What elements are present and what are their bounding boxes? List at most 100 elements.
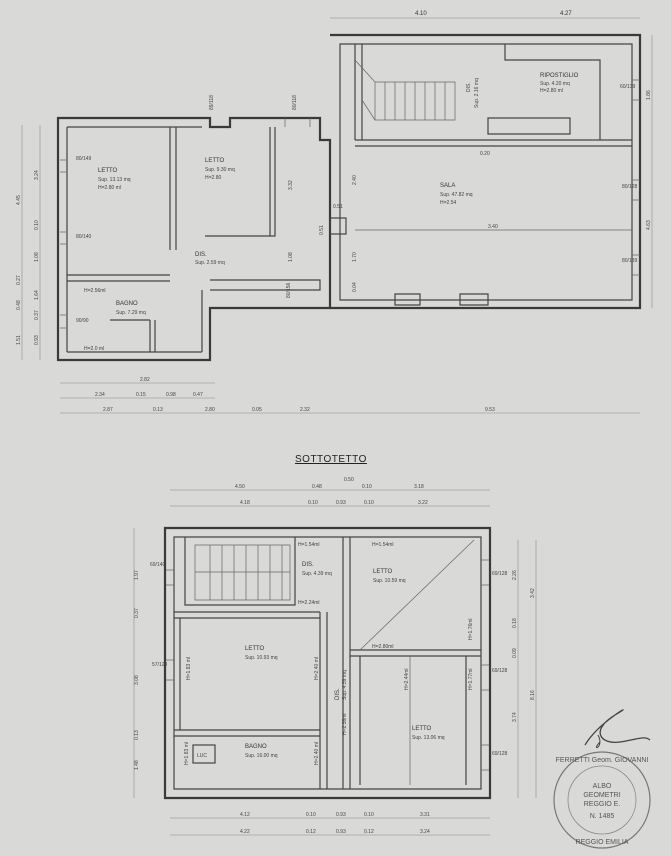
- room-letto-c-name: LETTO: [412, 726, 432, 732]
- dim-right: 0.09: [512, 648, 518, 658]
- dim-left: 0.37: [134, 608, 140, 618]
- window-label: 89/118: [209, 95, 215, 110]
- dim-top: 0.10: [362, 484, 372, 490]
- room-bagno-area: Sup. 7.29 mq: [116, 310, 146, 316]
- height-label: H=1.83 ml: [184, 742, 190, 765]
- dim-inner: 1.70: [352, 252, 358, 262]
- dim-bottom: 9.53: [485, 407, 495, 413]
- stamp-inner-2: GEOMETRI: [583, 792, 620, 799]
- stamp-bottom-text: REGGIO EMILIA: [576, 839, 629, 846]
- signature: [584, 709, 651, 749]
- room-letto-2-height: H=2.80: [205, 175, 221, 181]
- ground-floor-plan: 4.10 4.27 LETTO Sup.: [16, 11, 653, 414]
- window-label: 69/140: [150, 562, 166, 568]
- room-letto-1-area: Sup. 13.13 mq: [98, 177, 131, 183]
- dim-inner: 0.20: [480, 151, 490, 157]
- dim-top: 0.50: [344, 477, 354, 483]
- height-label: H=2.40 ml: [314, 657, 320, 680]
- dim-bottom: 2.82: [140, 377, 150, 383]
- dim-bottom: 2.80: [205, 407, 215, 413]
- dim-top: 0.10: [364, 500, 374, 506]
- dim-top: 0.93: [336, 500, 346, 506]
- dim-bottom: 2.87: [103, 407, 113, 413]
- luc-box: [192, 744, 216, 764]
- window-label: 80/156: [286, 282, 292, 298]
- room-dis-area: Sup. 2.59 mq: [195, 260, 225, 266]
- room-ripostiglio-name: RIPOSTIGLIO: [540, 73, 579, 79]
- height-label: H=1.83 ml: [186, 657, 192, 680]
- dim-inner: 1.08: [288, 252, 294, 262]
- dim-bottom: 2.34: [95, 392, 105, 398]
- dim-bottom: 0.12: [306, 829, 316, 835]
- attic-outline: [163, 526, 492, 800]
- dim-inner: 0.51: [319, 225, 325, 235]
- height-label: H=2.40 ml: [314, 742, 320, 765]
- dim-bottom: 3.24: [420, 829, 430, 835]
- room-letto-2-area: Sup. 9.30 mq: [205, 167, 235, 173]
- dim-bottom: 4.22: [240, 829, 250, 835]
- window-label: 69/128: [492, 571, 508, 577]
- stamp-inner-3: REGGIO E.: [584, 801, 621, 808]
- dim-left: 1.08: [34, 252, 40, 262]
- dim-bottom: 0.47: [193, 392, 203, 398]
- dim-inner: 3.40: [488, 224, 498, 230]
- room-sala-area: Sup. 47.82 mq: [440, 192, 473, 198]
- dim-right: 8.16: [530, 690, 536, 700]
- height-label: H=1.54ml: [372, 542, 394, 548]
- window-label: 57/128: [152, 662, 168, 668]
- dim-bottom: 0.13: [153, 407, 163, 413]
- room-dis-top-area: Sup. 4.39 mq: [302, 571, 332, 577]
- dim-left: 0.13: [134, 730, 140, 740]
- dim-bottom: 0.98: [166, 392, 176, 398]
- room-letto-1-name: LETTO: [98, 168, 118, 174]
- stamp-inner-1: ALBO: [593, 783, 612, 790]
- dim-inner: 0.51: [333, 204, 343, 210]
- dim-bottom: 2.32: [300, 407, 310, 413]
- dim-left: 1.51: [16, 335, 22, 345]
- attic-floor-plan: SOTTOTETTO 4.50 0.48 0.50 0.10 3.18 4.18…: [133, 454, 537, 836]
- dim-left: 3.24: [34, 170, 40, 180]
- dim-left: 0.27: [16, 275, 22, 285]
- dim-right: 1.86: [646, 90, 652, 100]
- window-label: 60/139: [620, 84, 636, 90]
- attic-title: SOTTOTETTO: [295, 454, 367, 465]
- dim-right: 0.18: [512, 618, 518, 628]
- dim-bottom: 0.93: [336, 812, 346, 818]
- window-label: 80/149: [76, 156, 92, 162]
- window-label: 80/128: [622, 184, 638, 190]
- height-bagno-bottom: H=2.0 ml: [84, 346, 104, 352]
- height-bagno-top: H=2.56ml: [84, 288, 106, 294]
- dim-bottom: 3.31: [420, 812, 430, 818]
- dim-bottom: 0.93: [336, 829, 346, 835]
- window-label: 80/140: [76, 234, 92, 240]
- dim-left: 0.93: [34, 335, 40, 345]
- dim-right: 4.63: [646, 220, 652, 230]
- room-stair-dis: DIS.: [466, 82, 472, 92]
- room-letto-a-area: Sup. 10.59 mq: [373, 578, 406, 584]
- dim-top: 3.22: [418, 500, 428, 506]
- room-sala-name: SALA: [440, 183, 455, 189]
- dim-left: 0.37: [34, 310, 40, 320]
- room-ripostiglio-height: H=2.80 ml: [540, 88, 563, 94]
- dim-left: 4.45: [16, 195, 22, 205]
- room-bagno-name: BAGNO: [245, 744, 267, 750]
- room-letto-c-area: Sup. 13.06 mq: [412, 735, 445, 741]
- dim-left: 1.97: [134, 570, 140, 580]
- room-bagno-area: Sup. 16.00 mq: [245, 753, 278, 759]
- window-label: 80/118: [292, 95, 298, 110]
- dim-top: 4.18: [240, 500, 250, 506]
- dim-inner: 3.32: [288, 180, 294, 190]
- dim-right: 3.42: [530, 588, 536, 598]
- dim-top-right: 4.27: [560, 11, 572, 17]
- window-label: 69/128: [492, 751, 508, 757]
- stamp-number: N. 1485: [590, 813, 615, 820]
- room-letto-b-name: LETTO: [245, 646, 265, 652]
- dim-top: 3.18: [414, 484, 424, 490]
- dim-top: 0.48: [312, 484, 322, 490]
- height-label: H=2.24ml: [298, 600, 320, 606]
- stamp-outer-text: FERRETTI Geom. GIOVANNI: [556, 757, 649, 764]
- dim-bottom: 0.12: [364, 829, 374, 835]
- room-sala-height: H=2.54: [440, 200, 456, 206]
- dim-bottom: 0.10: [364, 812, 374, 818]
